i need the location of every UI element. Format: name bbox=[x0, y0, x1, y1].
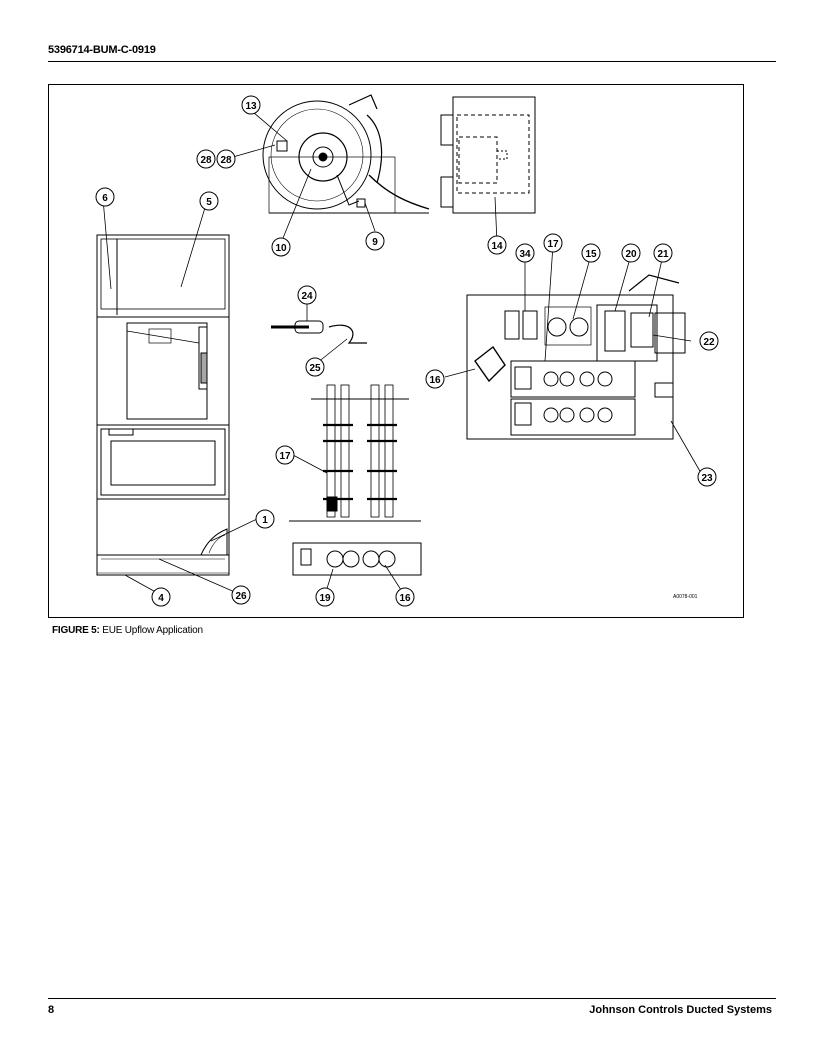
svg-text:6: 6 bbox=[102, 193, 108, 204]
callout-13: 13 bbox=[241, 95, 261, 115]
blower-assembly-drawing bbox=[262, 94, 430, 214]
figure-caption-label: FIGURE 5: bbox=[52, 625, 100, 636]
svg-text:20: 20 bbox=[625, 249, 637, 260]
control-box-drawing bbox=[466, 274, 686, 440]
heater-element-drawing bbox=[289, 384, 422, 576]
callout-17-a: 17 bbox=[543, 233, 563, 253]
svg-text:19: 19 bbox=[319, 593, 331, 604]
svg-text:16: 16 bbox=[399, 593, 411, 604]
svg-text:28: 28 bbox=[220, 155, 232, 166]
svg-text:17: 17 bbox=[279, 451, 291, 462]
callout-34: 34 bbox=[515, 243, 535, 263]
svg-text:16: 16 bbox=[429, 375, 441, 386]
callout-4: 4 bbox=[151, 587, 171, 607]
callout-22: 22 bbox=[699, 331, 719, 351]
callout-26: 26 bbox=[231, 585, 251, 605]
header-rule bbox=[48, 61, 776, 62]
callout-15: 15 bbox=[581, 243, 601, 263]
svg-text:23: 23 bbox=[701, 473, 713, 484]
page-number: 8 bbox=[48, 1004, 55, 1016]
svg-text:10: 10 bbox=[275, 243, 287, 254]
svg-text:24: 24 bbox=[301, 291, 313, 302]
callout-9: 9 bbox=[365, 231, 385, 251]
callout-14: 14 bbox=[487, 235, 507, 255]
document-id: 5396714-BUM-C-0919 bbox=[48, 44, 156, 56]
callout-16-b: 16 bbox=[395, 587, 415, 607]
svg-text:17: 17 bbox=[547, 239, 559, 250]
svg-text:22: 22 bbox=[703, 337, 715, 348]
callout-19: 19 bbox=[315, 587, 335, 607]
callout-21: 21 bbox=[653, 243, 673, 263]
exploded-view-drawing: 13 28 28 10 9 14 6 5 34 17 15 20 21 22 2… bbox=[95, 94, 719, 607]
wire-harness-drawing bbox=[271, 320, 367, 344]
svg-text:21: 21 bbox=[657, 249, 669, 260]
callouts: 13 28 28 10 9 14 6 5 34 17 15 20 21 22 2… bbox=[95, 95, 719, 607]
callout-5: 5 bbox=[199, 191, 219, 211]
footer-company: Johnson Controls Ducted Systems bbox=[589, 1004, 772, 1016]
figure-caption: FIGURE 5: EUE Upflow Application bbox=[52, 625, 203, 636]
footer-rule bbox=[48, 998, 776, 999]
callout-23: 23 bbox=[697, 467, 717, 487]
callout-10: 10 bbox=[271, 237, 291, 257]
callout-16-a: 16 bbox=[425, 369, 445, 389]
figure-caption-text: EUE Upflow Application bbox=[102, 625, 203, 636]
callout-28-a: 28 bbox=[196, 149, 216, 169]
svg-text:15: 15 bbox=[585, 249, 597, 260]
svg-text:13: 13 bbox=[245, 101, 257, 112]
callout-17-b: 17 bbox=[275, 445, 295, 465]
drawing-code: A0078-001 bbox=[673, 594, 698, 600]
callout-25: 25 bbox=[305, 357, 325, 377]
svg-text:14: 14 bbox=[491, 241, 503, 252]
leader-lines bbox=[102, 106, 702, 596]
figure-frame: 13 28 28 10 9 14 6 5 34 17 15 20 21 22 2… bbox=[48, 84, 744, 618]
cabinet-drawing bbox=[96, 234, 230, 576]
blower-side-panel-drawing bbox=[440, 96, 536, 214]
callout-1: 1 bbox=[255, 509, 275, 529]
callout-24: 24 bbox=[297, 285, 317, 305]
svg-text:25: 25 bbox=[309, 363, 321, 374]
callout-6: 6 bbox=[95, 187, 115, 207]
svg-text:9: 9 bbox=[372, 237, 378, 248]
svg-text:4: 4 bbox=[158, 593, 164, 604]
svg-text:5: 5 bbox=[206, 197, 212, 208]
svg-text:28: 28 bbox=[200, 155, 212, 166]
svg-text:1: 1 bbox=[262, 515, 268, 526]
svg-text:34: 34 bbox=[519, 249, 531, 260]
svg-text:26: 26 bbox=[235, 591, 247, 602]
callout-28-b: 28 bbox=[216, 149, 236, 169]
callout-20: 20 bbox=[621, 243, 641, 263]
